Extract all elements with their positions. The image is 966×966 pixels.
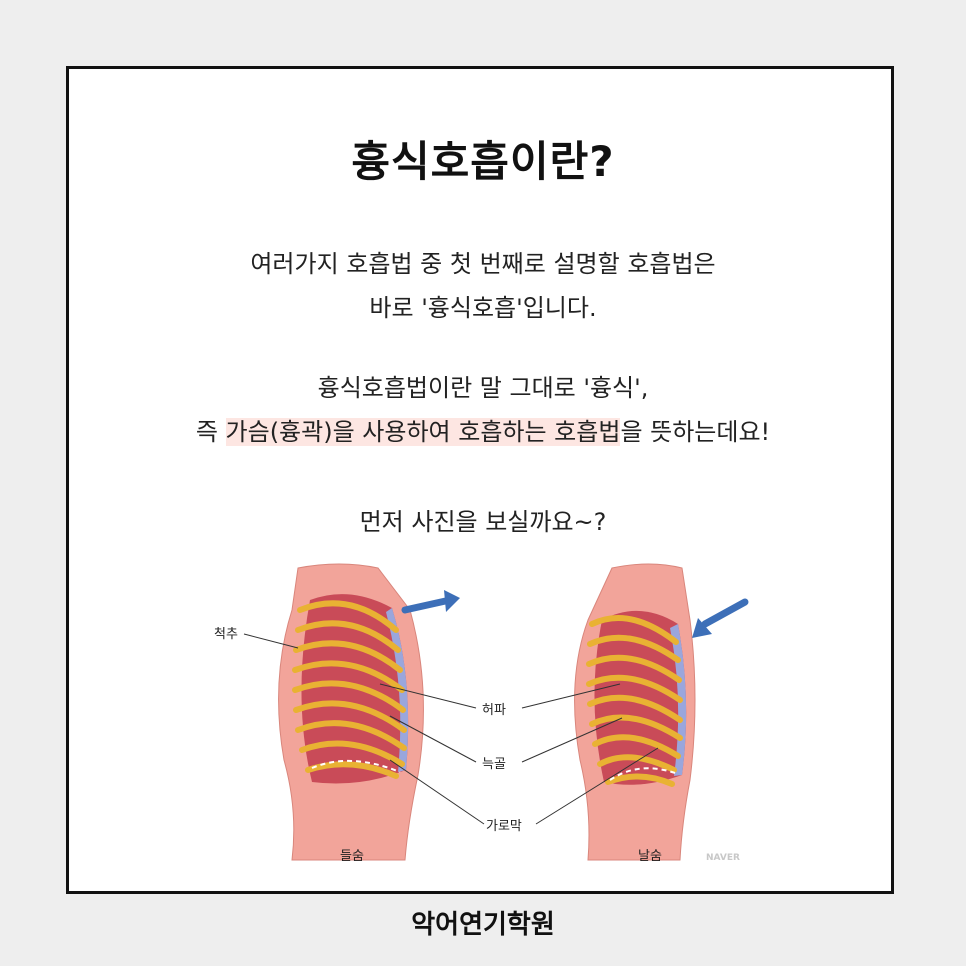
footer-brand: 악어연기학원 — [411, 910, 555, 940]
naver-watermark: NAVER — [706, 853, 740, 863]
label-rib: 늑골 — [482, 757, 506, 772]
definition-prefix: 즉 — [195, 418, 226, 446]
label-inhale: 들숨 — [340, 849, 364, 864]
label-spine: 척추 — [214, 627, 238, 642]
definition-suffix: 을 뜻하는데요! — [620, 418, 771, 446]
exhale-arrow-icon — [692, 618, 712, 638]
label-lung: 허파 — [482, 703, 506, 718]
breathing-diagram: 척추 허파 늑골 가로막 들숨 날숨 NAVER — [214, 563, 749, 864]
content-card — [66, 66, 894, 894]
intro-paragraph: 여러가지 호흡법 중 첫 번째로 설명할 호흡법은 바로 '흉식호흡'입니다. — [0, 242, 966, 330]
inhale-torso-illustration — [278, 563, 460, 861]
intro-line-2: 바로 '흉식호흡'입니다. — [369, 294, 597, 322]
label-diaphragm: 가로막 — [486, 819, 522, 834]
prompt-paragraph: 먼저 사진을 보실까요~? — [359, 508, 607, 536]
definition-paragraph: 흉식호흡법이란 말 그대로 '흉식', 즉 가슴(흉곽)을 사용하여 호흡하는 … — [0, 366, 966, 454]
definition-line-1: 흉식호흡법이란 말 그대로 '흉식', — [317, 374, 649, 402]
highlighted-definition: 가슴(흉곽)을 사용하여 호흡하는 호흡법 — [225, 418, 621, 446]
page-title: 흉식호흡이란? — [351, 137, 615, 186]
label-exhale: 날숨 — [638, 849, 662, 864]
inhale-arrow-icon — [444, 590, 460, 612]
exhale-torso-illustration — [574, 563, 749, 861]
definition-line-2: 즉 가슴(흉곽)을 사용하여 호흡하는 호흡법을 뜻하는데요! — [0, 410, 966, 454]
intro-line-1: 여러가지 호흡법 중 첫 번째로 설명할 호흡법은 — [250, 250, 716, 278]
